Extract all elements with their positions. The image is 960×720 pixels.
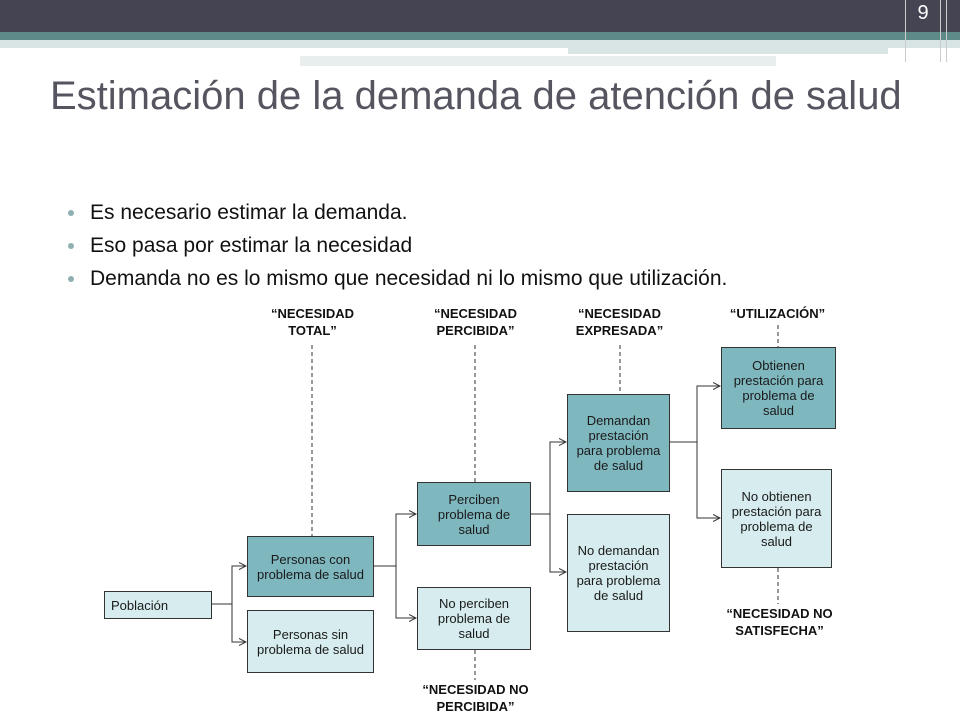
node-demandan: Demandan prestación para problema de sal… <box>567 394 670 492</box>
connector-arrow <box>670 386 720 443</box>
node-no-demandan: No demandan prestación para problema de … <box>567 514 670 632</box>
connector-arrow <box>549 514 566 572</box>
label-necesidad-expresada: “NECESIDAD EXPRESADA” <box>575 306 664 338</box>
connector-arrow <box>395 566 416 618</box>
node-personas-sin-problema: Personas sin problema de salud <box>247 610 374 673</box>
bullet-item: Demanda no es lo mismo que necesidad ni … <box>68 262 727 295</box>
bullet-item: Eso pasa por estimar la necesidad <box>68 229 727 262</box>
bullet-list: Es necesario estimar la demanda. Eso pas… <box>68 196 727 295</box>
label-necesidad-total: “NECESIDAD TOTAL” <box>270 306 355 338</box>
decorative-line <box>905 0 906 62</box>
decorative-line <box>940 0 941 62</box>
header-bar <box>0 0 960 32</box>
connector-arrow <box>374 514 416 567</box>
connector-arrow <box>212 566 246 605</box>
connector-arrow <box>531 442 566 515</box>
node-personas-con-problema: Personas con problema de salud <box>247 536 374 597</box>
label-necesidad-percibida: “NECESIDAD PERCIBIDA” <box>433 306 518 338</box>
node-no-obtienen: No obtienen prestación para problema de … <box>721 469 832 568</box>
node-no-perciben: No perciben problema de salud <box>417 587 531 650</box>
label-necesidad-no-satisfecha: “NECESIDAD NO SATISFECHA” <box>726 606 833 638</box>
header-light-bar <box>0 40 960 48</box>
decorative-stripe <box>300 56 776 66</box>
connector-arrow <box>231 604 246 642</box>
bullet-item: Es necesario estimar la demanda. <box>68 196 727 229</box>
node-perciben: Perciben problema de salud <box>417 482 531 546</box>
decorative-stripe <box>568 42 888 56</box>
slide-number: 9 <box>917 2 929 24</box>
decorative-line <box>946 0 947 62</box>
node-obtienen: Obtienen prestación para problema de sal… <box>721 347 836 429</box>
slide-title: Estimación de la demanda de atención de … <box>50 74 902 118</box>
node-poblacion: Población <box>104 591 212 619</box>
header-accent-bar <box>0 32 960 40</box>
connector-arrow <box>696 442 720 518</box>
label-utilizacion: “UTILIZACIÓN” <box>729 306 826 321</box>
label-necesidad-no-percibida: “NECESIDAD NO PERCIBIDA” <box>422 682 529 714</box>
